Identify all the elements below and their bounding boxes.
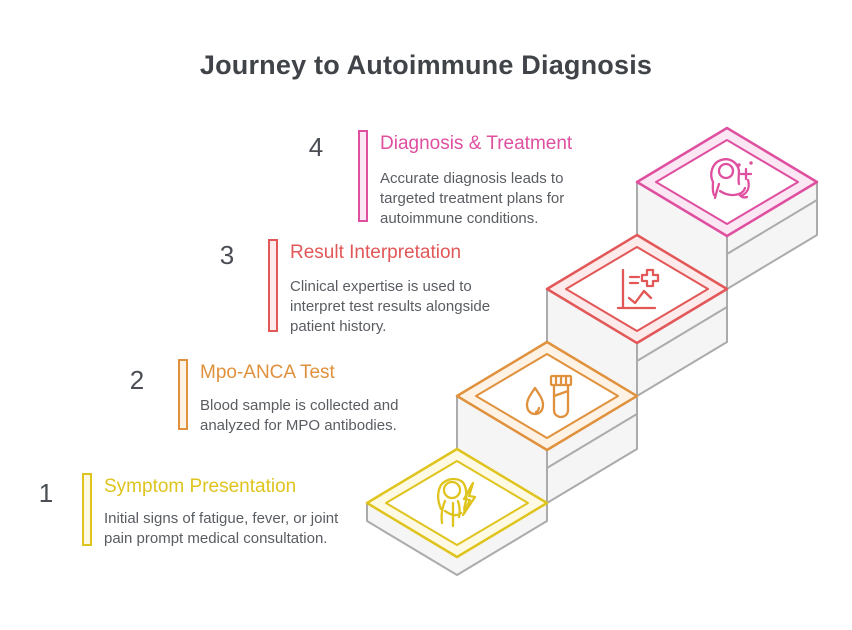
step-description: Accurate diagnosis leads to targeted tre…: [380, 170, 565, 227]
step-accent-bar: [178, 359, 188, 430]
step-title: Diagnosis & Treatment: [380, 133, 573, 154]
step-accent-bar: [358, 130, 368, 222]
page-title: Journey to Autoimmune Diagnosis: [199, 50, 653, 80]
step-accent-bar: [268, 239, 278, 332]
person-lightning-icon: [437, 477, 477, 528]
step-accent-bar: [82, 473, 92, 546]
tile-mpo-anca-test: [455, 340, 639, 452]
step-title: Mpo-ANCA Test: [200, 362, 335, 383]
step-number: 4: [308, 132, 324, 162]
step-number: 2: [129, 365, 145, 395]
step-number: 1: [38, 478, 54, 508]
step-description: Clinical expertise is used to interpret …: [290, 278, 491, 335]
blood-drop-test-tube-icon: [525, 374, 573, 419]
step-title: Result Interpretation: [290, 242, 462, 263]
step-title: Symptom Presentation: [104, 476, 297, 497]
tile-symptom-presentation: [365, 447, 549, 559]
step-number: 3: [219, 240, 235, 270]
medical-chart-icon: [616, 268, 660, 310]
step-description: Initial signs of fatigue, fever, or join…: [104, 510, 339, 547]
staircase-edges: [546, 199, 818, 504]
tile-diagnosis-treatment: [635, 126, 819, 238]
step-description: Blood sample is collected and analyzed f…: [200, 397, 399, 434]
patient-care-icon: [710, 158, 753, 200]
tile-result-interpretation: [545, 233, 729, 345]
